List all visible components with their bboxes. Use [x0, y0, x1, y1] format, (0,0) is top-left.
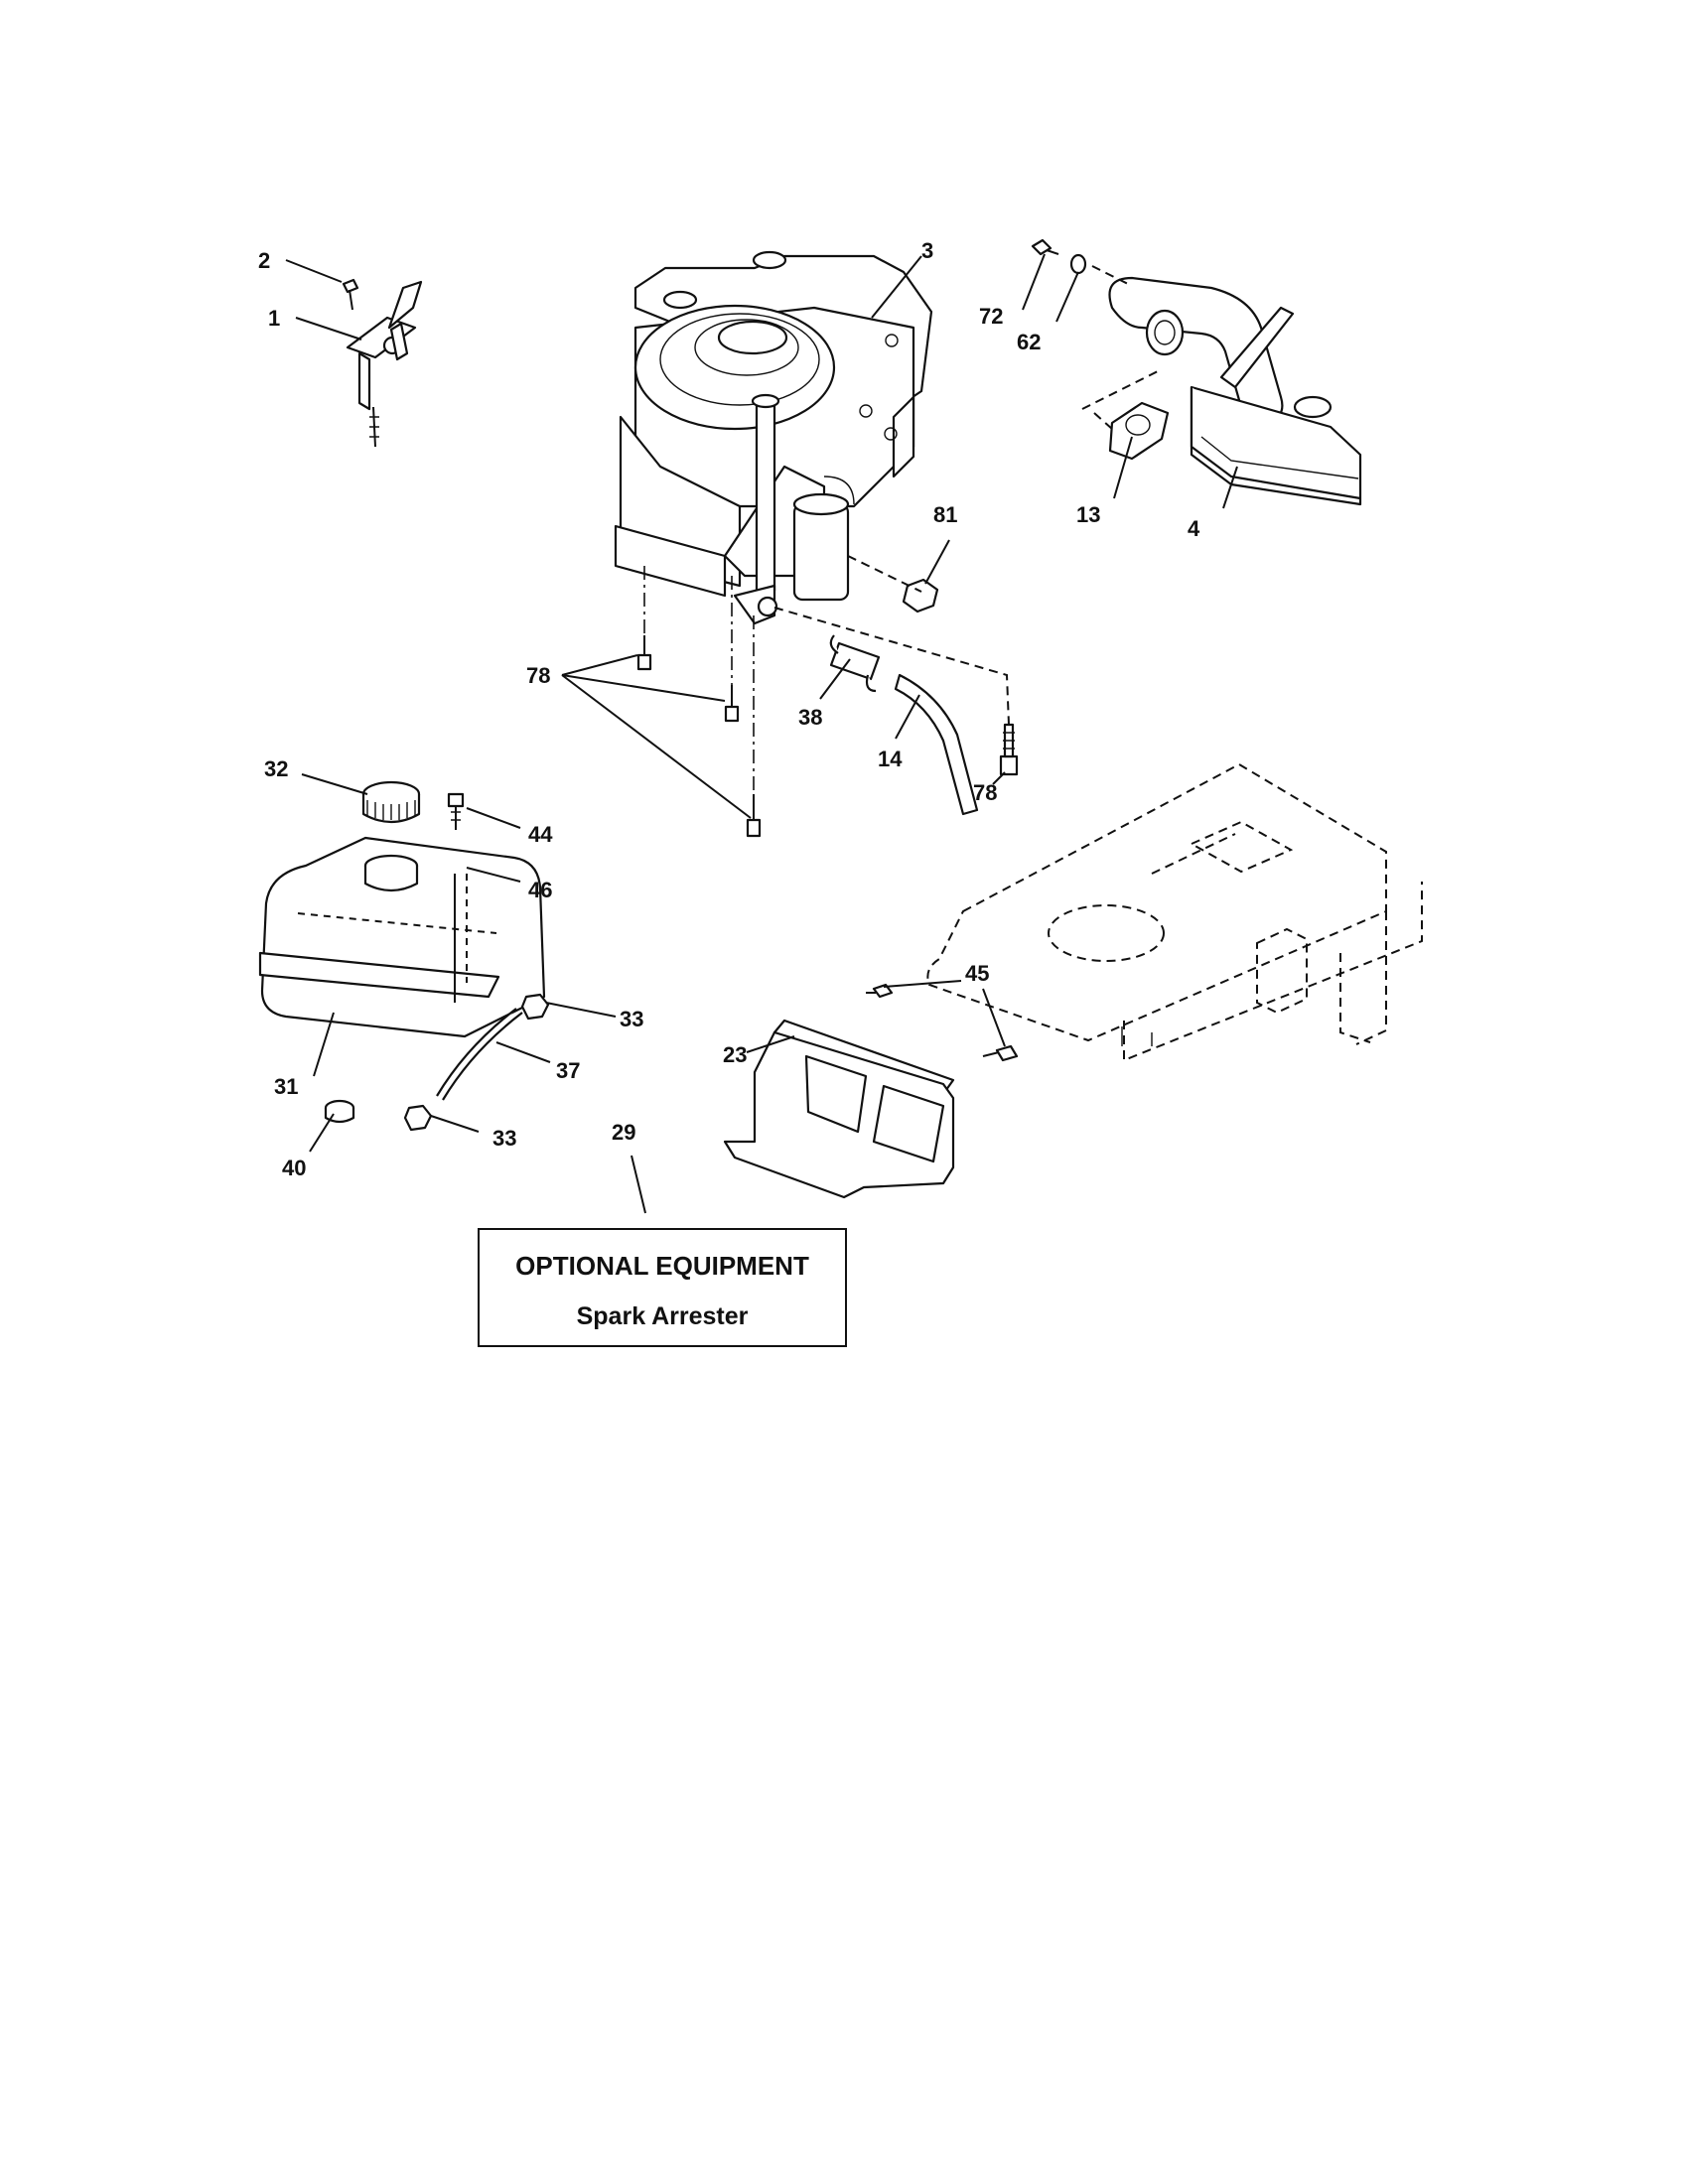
- callout-14: 14: [878, 747, 903, 771]
- callout-72: 72: [979, 304, 1003, 329]
- engine-hardware: [636, 555, 1019, 838]
- callout-38: 38: [798, 705, 822, 730]
- callout-62: 62: [1017, 330, 1041, 354]
- fuel-tank-part: [258, 780, 550, 1132]
- callout-23: 23: [723, 1042, 747, 1067]
- callout-44: 44: [528, 822, 553, 847]
- callout-29: 29: [612, 1120, 635, 1145]
- optional-equipment-title: OPTIONAL EQUIPMENT: [515, 1251, 809, 1281]
- callout-1: 1: [268, 306, 280, 331]
- muffler-part: [1031, 238, 1362, 506]
- leader-lines: [285, 253, 1238, 1214]
- callout-32: 32: [264, 756, 288, 781]
- optional-equipment-box: OPTIONAL EQUIPMENT Spark Arrester: [478, 1228, 847, 1347]
- callout-33-upper: 33: [620, 1007, 643, 1031]
- heat-shield-part: [723, 983, 1019, 1199]
- callout-78-right: 78: [973, 780, 997, 805]
- optional-equipment-subtitle: Spark Arrester: [577, 1302, 749, 1330]
- callout-33-lower: 33: [492, 1126, 516, 1151]
- callout-2: 2: [258, 248, 270, 273]
- callout-81: 81: [933, 502, 957, 527]
- throttle-control-part: [342, 278, 423, 448]
- callout-4: 4: [1188, 516, 1200, 541]
- callout-78-left: 78: [526, 663, 550, 688]
- engine-part: [614, 250, 933, 625]
- callout-labels: 2 1 3 72 62 13 4 81 78 38 14 78 32 44 46…: [258, 238, 1200, 1180]
- callout-46: 46: [528, 878, 552, 902]
- callout-40: 40: [282, 1156, 306, 1180]
- callout-31: 31: [274, 1074, 298, 1099]
- callout-45: 45: [965, 961, 989, 986]
- callout-3: 3: [921, 238, 933, 263]
- callout-37: 37: [556, 1058, 580, 1083]
- callout-13: 13: [1076, 502, 1100, 527]
- chassis-part: [926, 762, 1423, 1062]
